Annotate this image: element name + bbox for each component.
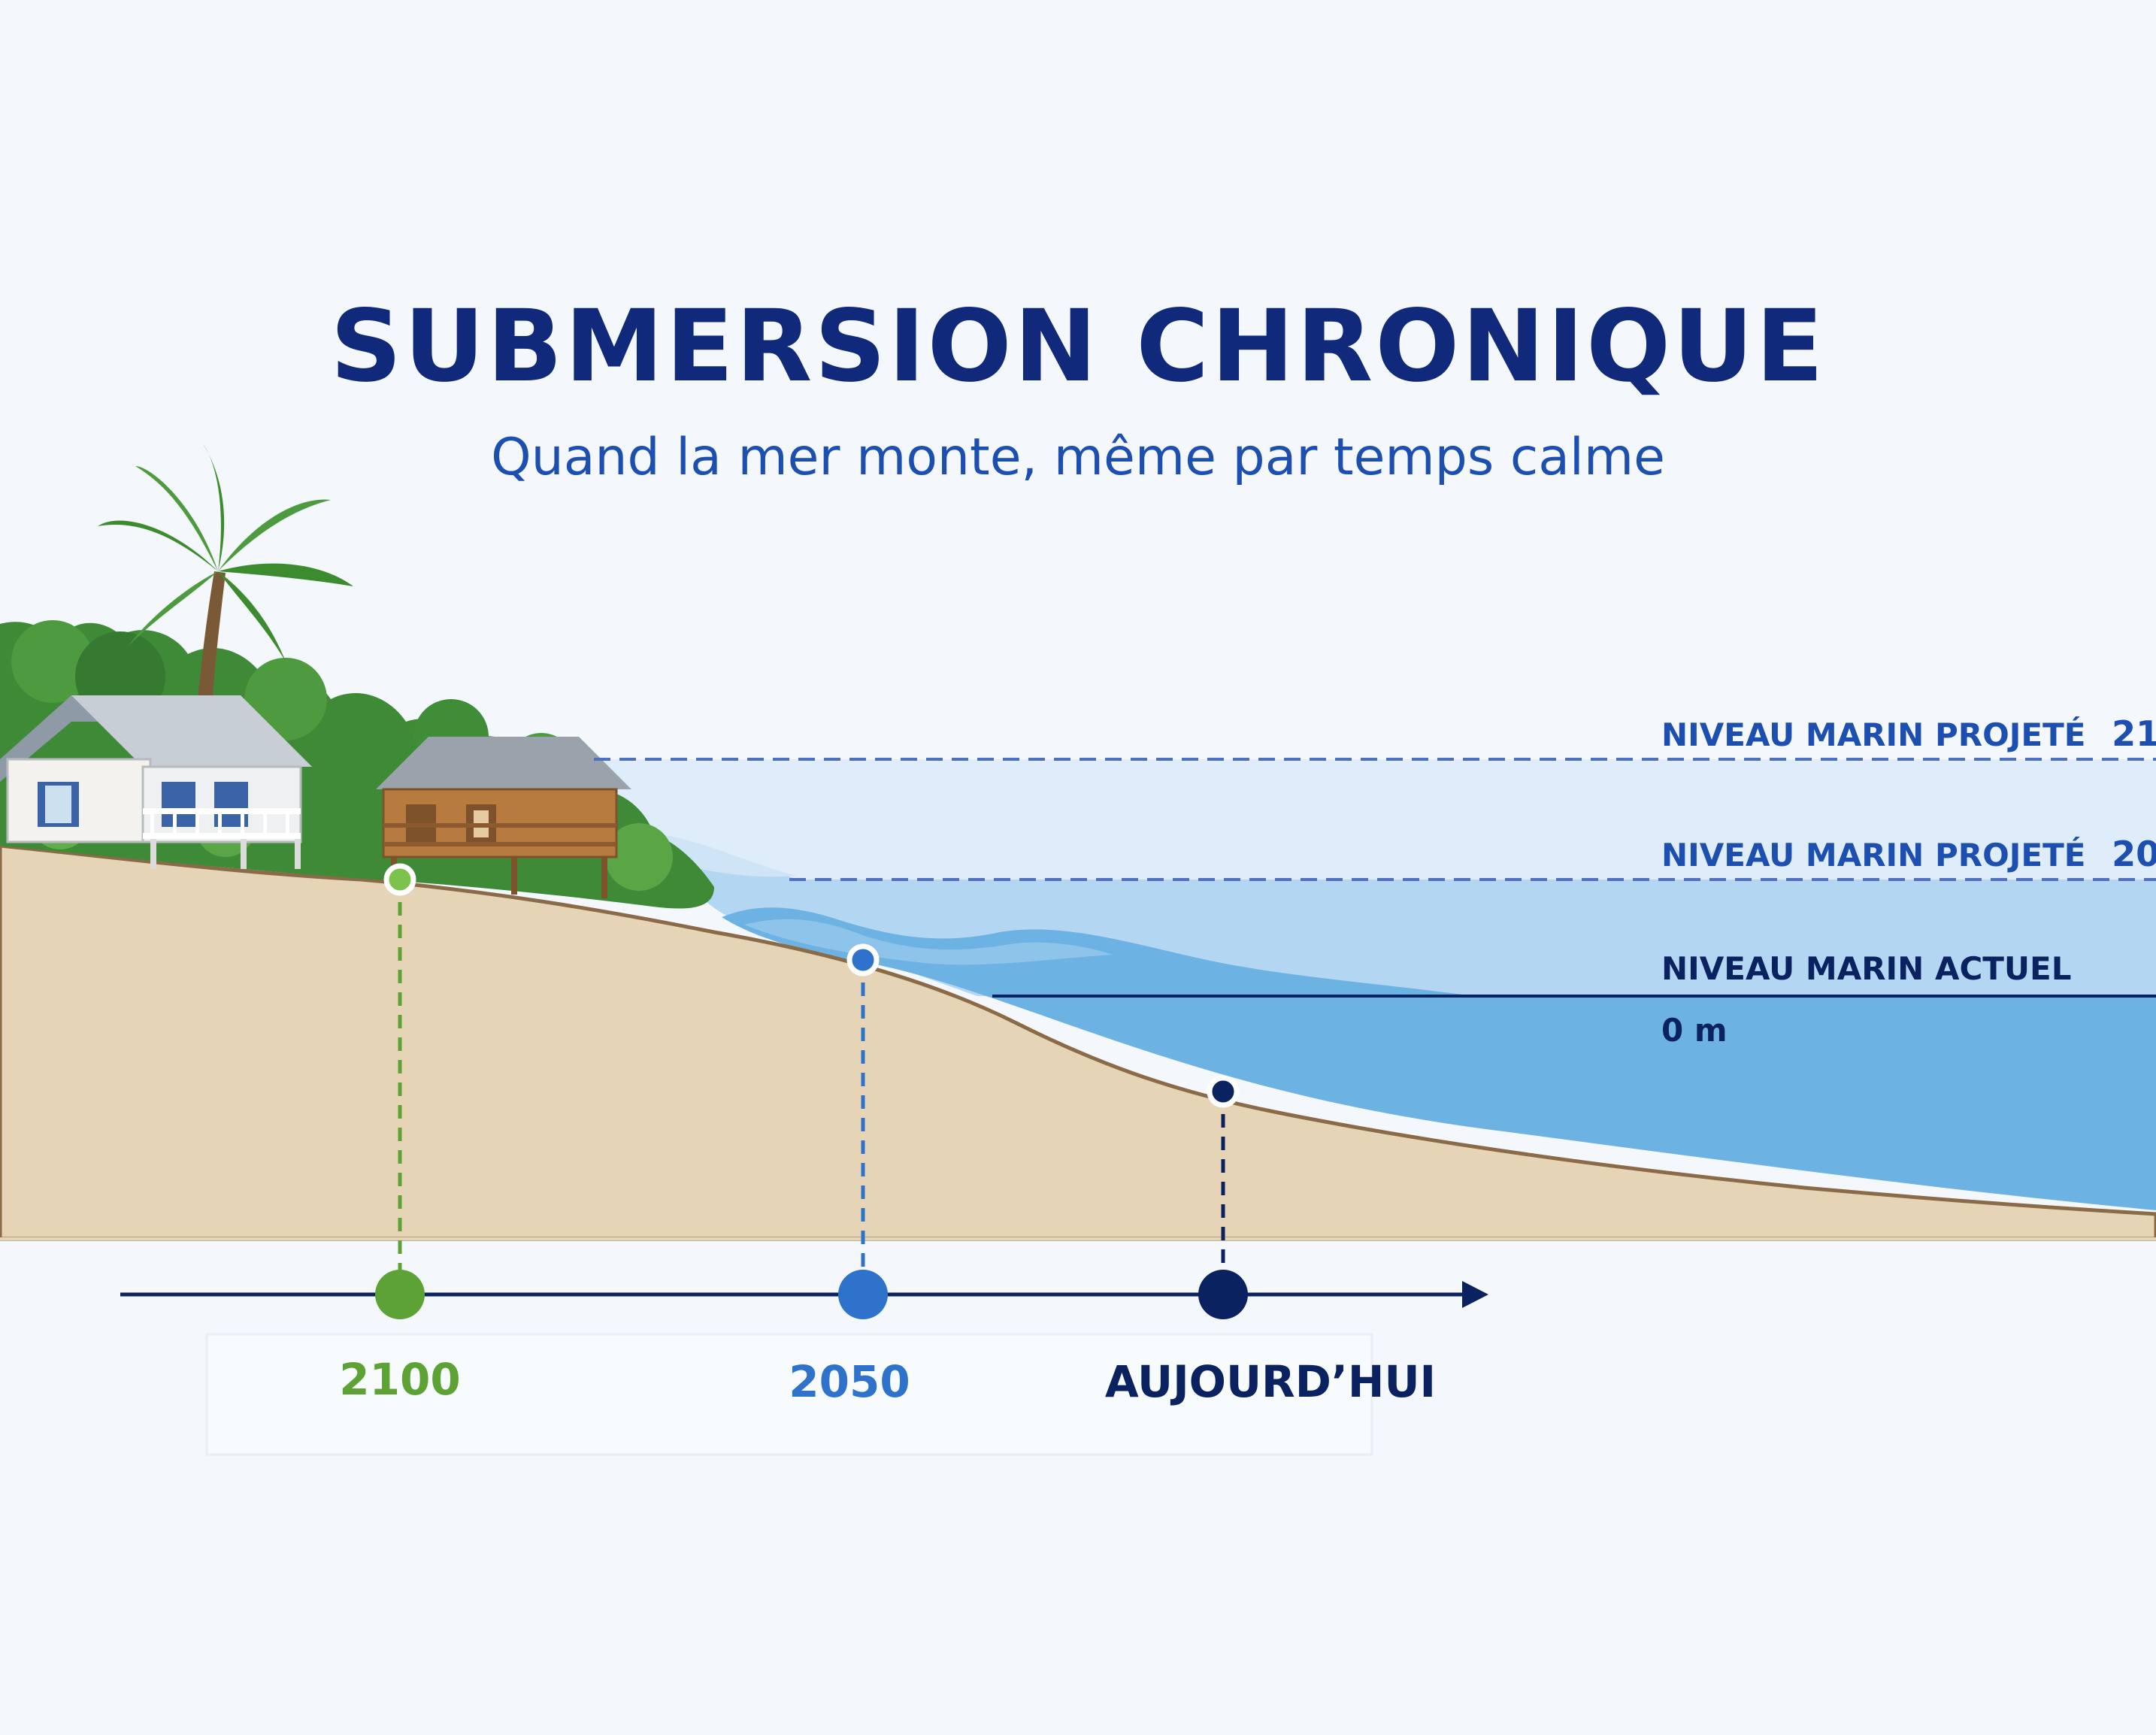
palm-tree-icon (98, 444, 353, 707)
arrow-right-icon (1462, 1281, 1488, 1308)
marker-2100-shore (383, 863, 416, 896)
level-current-label: NIVEAU MARIN ACTUEL (1661, 950, 2072, 987)
water-2100-zone (594, 759, 2156, 880)
water-current-zone (722, 907, 2156, 1210)
timeline-label-2100: 2100 (339, 1354, 460, 1405)
ground-base (0, 1237, 2156, 1240)
timeline-dot-2050 (838, 1270, 888, 1319)
water-layers (594, 759, 2156, 1210)
marker-2050-shore (846, 943, 880, 977)
timeline-label-2050: 2050 (789, 1356, 910, 1407)
level-2050-text: NIVEAU MARIN PROJETÉ (1661, 836, 2085, 874)
timeline-dot-2100 (375, 1270, 425, 1319)
level-zero-label: 0 m (1661, 1012, 1728, 1049)
level-2050-label: NIVEAU MARIN PROJETÉ 2050 (1661, 834, 2156, 874)
page-title: SUBMERSION CHRONIQUE (330, 289, 1826, 404)
timeline-label-today: AUJOURD’HUI (1105, 1356, 1436, 1407)
level-2050-year: 2050 (2112, 834, 2156, 874)
sand-slope (0, 843, 2156, 1241)
level-2100-year: 2100 (2112, 713, 2156, 754)
wave-crest-2 (744, 919, 1113, 965)
house-icon (0, 695, 312, 869)
level-2100-label: NIVEAU MARIN PROJETÉ 2100 (1661, 713, 2156, 754)
timeline-panel (205, 1333, 1373, 1456)
timeline-dot-today (1198, 1270, 1248, 1319)
page-subtitle: Quand la mer monte, même par temps calme (491, 428, 1665, 487)
marker-today-shore (1207, 1075, 1240, 1108)
level-2100-text: NIVEAU MARIN PROJETÉ (1661, 716, 2085, 753)
wooden-house-icon (376, 737, 631, 898)
